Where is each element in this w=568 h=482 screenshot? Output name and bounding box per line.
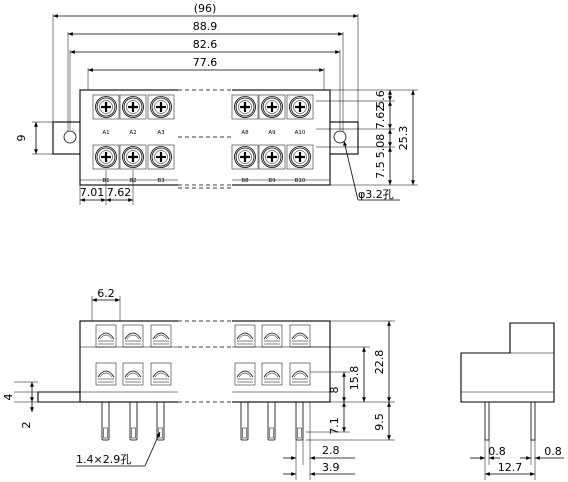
dim-pin-pitch-large: 3.9 [322, 461, 340, 474]
side-dims: 0.8 0.8 12.7 [470, 440, 564, 480]
mount-hole-right [333, 130, 347, 144]
terminal-label: B9 [268, 178, 276, 184]
dim-step: 8 [328, 387, 341, 394]
dim-pitch: 7.62 [374, 105, 387, 130]
terminal-label: B3 [157, 178, 165, 184]
dim-pin-size: 1.4×2.9孔 [76, 453, 131, 466]
dim-pin-length-short: 7.1 [328, 417, 341, 435]
dim-pin-pitch-small: 2.8 [322, 444, 340, 457]
terminal-label: A3 [157, 130, 165, 136]
top-dimensions: (96) 88.9 82.6 77.6 [52, 2, 359, 131]
dim-pin-thickness: 0.8 [488, 445, 506, 458]
dim-mount-hole: φ3.2孔 [358, 188, 394, 201]
right-vertical-dims: 5.6 7.62 5.08 7.5 25.3 [316, 89, 418, 186]
dim-hole-pitch: 82.6 [193, 38, 218, 51]
front-right-dims: 22.8 15.8 8 7.1 9.5 [292, 320, 395, 441]
terminal-label: A2 [129, 130, 136, 136]
dim-flange-thickness: 4 [2, 394, 15, 401]
dim-pin-thickness: 0.8 [544, 445, 562, 458]
dim-terminal-width: 6.2 [97, 287, 115, 300]
flange-height-dim: 9 [15, 121, 53, 155]
flange-thickness-dims: 4 2 [2, 381, 38, 429]
mount-hole-callout: φ3.2孔 [343, 140, 400, 201]
bottom-pitch-dims: 7.01 7.62 [79, 170, 134, 205]
front-view: 6.2 4 2 1.4×2.9孔 [2, 287, 395, 480]
terminal-label: A10 [295, 130, 306, 136]
terminal-label: B8 [241, 178, 249, 184]
dim-upper-height: 15.8 [348, 366, 361, 391]
terminal-label: A1 [102, 130, 109, 136]
terminal-label: B10 [295, 178, 306, 184]
side-pin-left [484, 401, 490, 441]
dim-pitch: 5.6 [374, 90, 387, 108]
dim-total-height: 22.8 [373, 350, 386, 375]
mount-hole-left [63, 130, 77, 144]
dim-pin-length-long: 9.5 [373, 413, 386, 431]
dim-flange-height: 9 [15, 135, 28, 142]
side-body [460, 322, 555, 403]
pin-size-callout: 1.4×2.9孔 [76, 431, 161, 467]
dim-pin-offset: 2 [20, 422, 33, 429]
dim-outer-width: 88.9 [193, 20, 218, 33]
terminal-width-dim: 6.2 [91, 287, 121, 321]
dim-terminal-span: 77.6 [193, 56, 218, 69]
dim-pitch: 5.08 [374, 134, 387, 159]
dim-pin-spacing: 12.7 [498, 461, 523, 474]
top-view: A1 A2 A3 A8 A9 A10 B1 B2 B3 B8 B9 B10 (9… [15, 2, 418, 205]
dim-left-offset: 7.01 [80, 186, 105, 199]
solder-pins [101, 401, 304, 441]
side-view: 0.8 0.8 12.7 [460, 322, 564, 480]
terminal-label: A9 [268, 130, 276, 136]
terminal-label: A8 [241, 130, 249, 136]
pin-pitch-dims: 2.8 3.9 [283, 402, 355, 480]
dim-pitch: 7.5 [374, 161, 387, 179]
side-pin-right [530, 401, 536, 441]
dim-terminal-pitch: 7.62 [107, 186, 132, 199]
dim-overall: (96) [194, 2, 217, 15]
dim-total-height: 25.3 [397, 126, 410, 151]
